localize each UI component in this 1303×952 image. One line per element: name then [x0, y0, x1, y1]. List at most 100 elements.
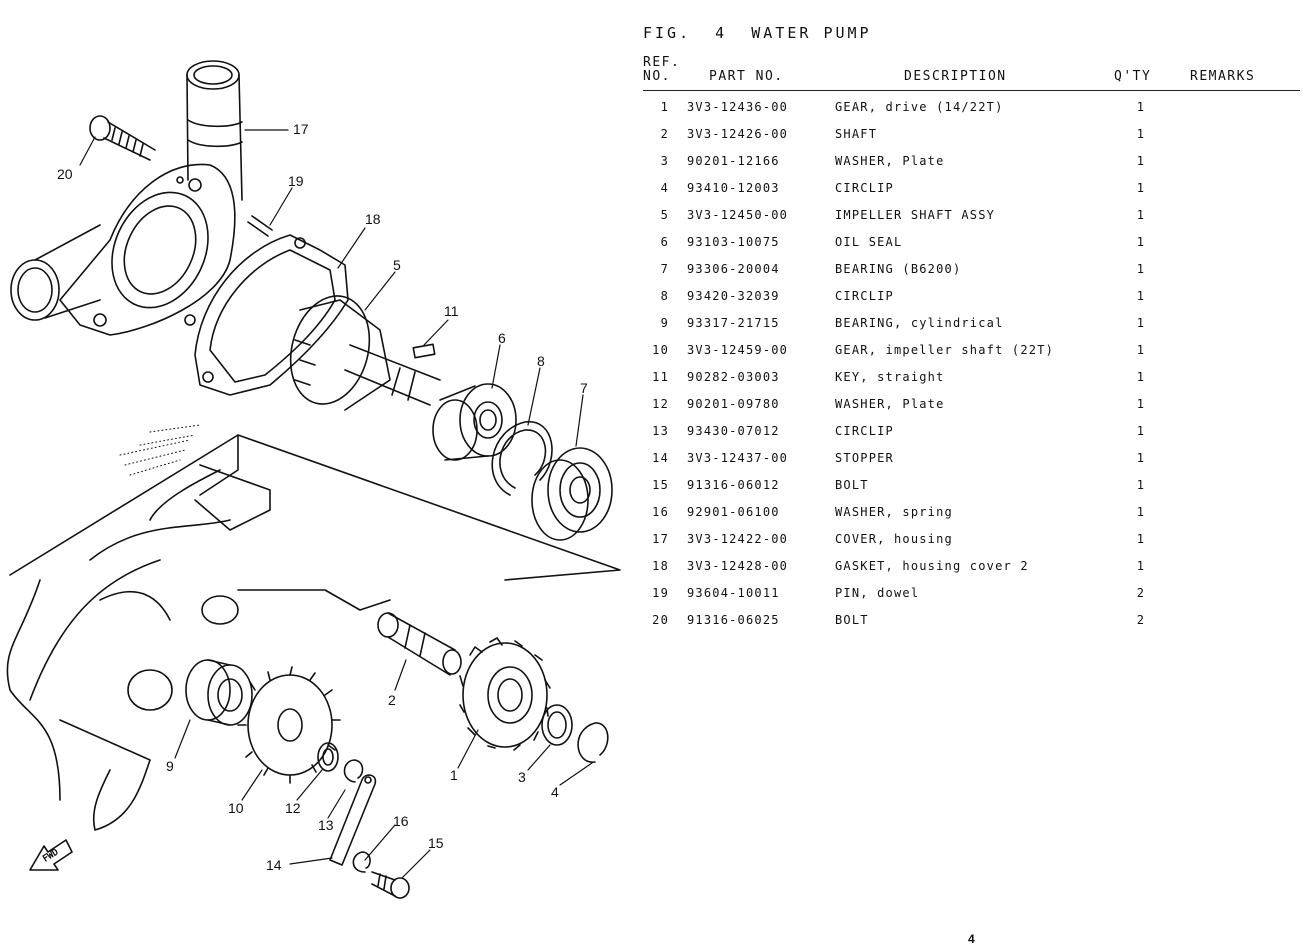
description: WASHER, spring — [835, 505, 953, 519]
header-ref-line1: REF. — [643, 55, 681, 70]
bolt-20 — [89, 115, 156, 161]
callout-3: 3 — [518, 769, 526, 785]
callout-7: 7 — [580, 380, 588, 396]
header-description: DESCRIPTION — [904, 69, 1007, 84]
housing-cover-17 — [10, 60, 243, 336]
stopper-14 — [329, 774, 377, 866]
callout-12: 12 — [285, 800, 301, 816]
header-rule — [643, 90, 1300, 91]
description: CIRCLIP — [835, 424, 894, 438]
ref-number: 19 — [652, 586, 669, 600]
ref-number: 14 — [652, 451, 669, 465]
description: BOLT — [835, 613, 869, 627]
description: KEY, straight — [835, 370, 945, 384]
description: GEAR, drive (14/22T) — [835, 100, 1004, 114]
quantity: 1 — [1136, 370, 1146, 384]
part-number: 3V3-12428-00 — [687, 559, 789, 573]
quantity: 1 — [1136, 343, 1146, 357]
description: GEAR, impeller shaft (22T) — [835, 343, 1055, 357]
dowel-pin-19 — [247, 215, 273, 237]
callout-9: 9 — [166, 758, 174, 774]
quantity: 1 — [1136, 262, 1146, 276]
ref-number: 15 — [652, 478, 669, 492]
quantity: 1 — [1136, 532, 1146, 546]
quantity: 1 — [1136, 505, 1146, 519]
quantity: 1 — [1136, 100, 1146, 114]
description: WASHER, Plate — [835, 154, 945, 168]
part-number: 93430-07012 — [687, 424, 780, 438]
description: OIL SEAL — [835, 235, 903, 249]
description: SHAFT — [835, 127, 878, 141]
washer-3 — [541, 704, 573, 746]
quantity: 2 — [1136, 613, 1146, 627]
callout-17: 17 — [293, 121, 309, 137]
callout-15: 15 — [428, 835, 444, 851]
callout-14: 14 — [266, 857, 282, 873]
callout-2: 2 — [388, 692, 396, 708]
quantity: 1 — [1136, 181, 1146, 195]
callout-5: 5 — [393, 257, 401, 273]
fwd-arrow-icon: FWD — [29, 839, 73, 871]
ref-number: 10 — [652, 343, 669, 357]
part-number: 93420-32039 — [687, 289, 780, 303]
ref-number: 5 — [660, 208, 669, 222]
ref-number: 2 — [660, 127, 669, 141]
part-number: 93410-12003 — [687, 181, 780, 195]
table-row: 13 93430-07012 CIRCLIP 1 — [643, 420, 1293, 447]
description: BEARING (B6200) — [835, 262, 962, 276]
leader-lines — [79, 129, 593, 879]
ref-number: 6 — [660, 235, 669, 249]
quantity: 1 — [1136, 559, 1146, 573]
exploded-diagram: FWD 1 2 3 4 5 6 7 8 9 10 11 12 — [0, 0, 630, 952]
header-ref-line2: NO. — [643, 69, 671, 84]
quantity: 1 — [1136, 424, 1146, 438]
bearing-cylindrical-9 — [185, 659, 253, 726]
part-number: 3V3-12436-00 — [687, 100, 789, 114]
bearing-7 — [531, 447, 613, 541]
page-number: 4 — [968, 932, 975, 946]
part-number: 3V3-12437-00 — [687, 451, 789, 465]
callout-1: 1 — [450, 767, 458, 783]
description: PIN, dowel — [835, 586, 920, 600]
washer-12 — [317, 742, 339, 772]
parts-list: 1 3V3-12436-00 GEAR, drive (14/22T) 1 2 3V3-1… — [643, 96, 1293, 636]
callout-10: 10 — [228, 800, 244, 816]
ref-number: 13 — [652, 424, 669, 438]
callout-20: 20 — [57, 166, 73, 182]
oil-seal-6 — [432, 383, 517, 461]
callout-11: 11 — [444, 303, 459, 319]
callout-19: 19 — [288, 173, 304, 189]
callout-labels: 1 2 3 4 5 6 7 8 9 10 11 12 13 14 15 16 1… — [57, 121, 588, 873]
quantity: 1 — [1136, 289, 1146, 303]
part-number: 92901-06100 — [687, 505, 780, 519]
part-number: 3V3-12426-00 — [687, 127, 789, 141]
callout-16: 16 — [393, 813, 409, 829]
callout-4: 4 — [551, 784, 559, 800]
part-number: 3V3-12422-00 — [687, 532, 789, 546]
shaft-2 — [377, 612, 462, 676]
impeller-shaft-5 — [289, 295, 441, 411]
callout-13: 13 — [318, 817, 334, 833]
description: COVER, housing — [835, 532, 953, 546]
header-ref-no: REF. NO. — [643, 56, 680, 84]
quantity: 2 — [1136, 586, 1146, 600]
description: WASHER, Plate — [835, 397, 945, 411]
description: CIRCLIP — [835, 181, 894, 195]
ref-number: 3 — [660, 154, 669, 168]
part-number: 91316-06012 — [687, 478, 780, 492]
description: STOPPER — [835, 451, 894, 465]
ref-number: 18 — [652, 559, 669, 573]
quantity: 1 — [1136, 478, 1146, 492]
